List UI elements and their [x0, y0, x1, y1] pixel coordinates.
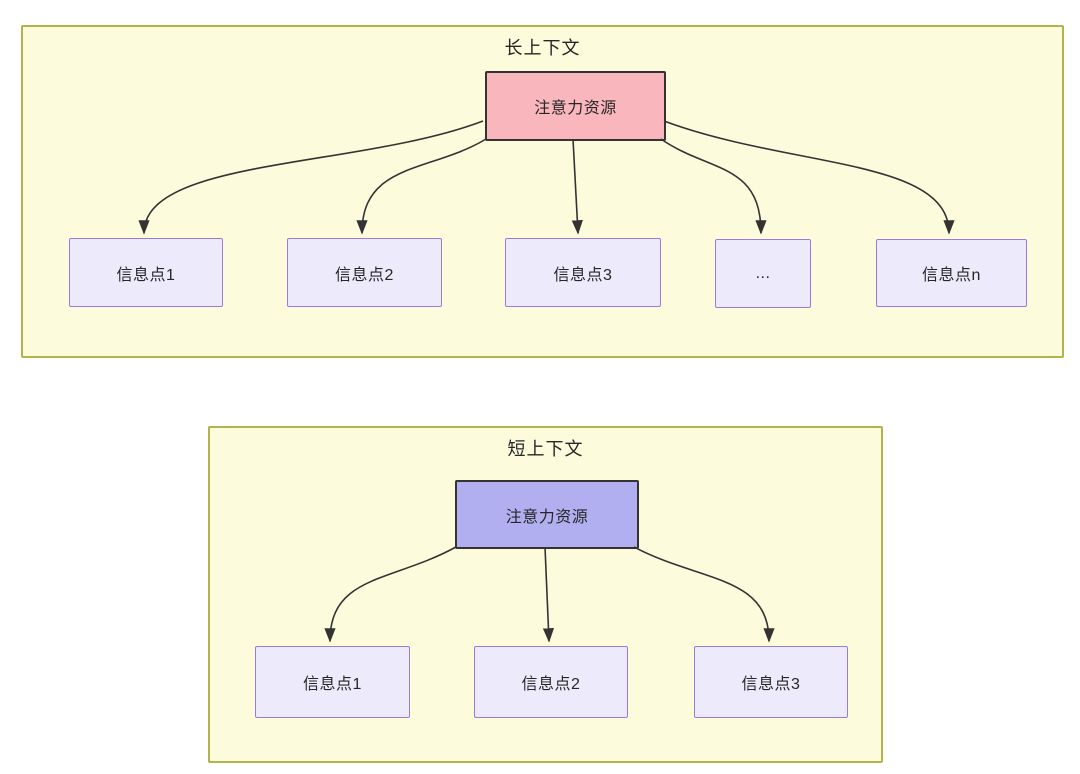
attention-resource-node-short: 注意力资源 — [455, 480, 639, 549]
info-point-node-ellipsis: ... — [715, 239, 811, 308]
long-context-title: 长上下文 — [504, 38, 581, 58]
short-context-title: 短上下文 — [507, 439, 584, 459]
info-point-node: 信息点3 — [694, 646, 848, 718]
attention-resource-node-long: 注意力资源 — [485, 71, 666, 141]
info-point-node: 信息点2 — [287, 238, 442, 307]
info-point-node: 信息点2 — [474, 646, 628, 718]
info-point-node: 信息点3 — [505, 238, 661, 307]
info-point-node: 信息点1 — [69, 238, 223, 307]
long-context-panel: 长上下文 注意力资源 信息点1 信息点2 信息点3 ... 信息点n — [21, 25, 1064, 358]
info-point-node: 信息点1 — [255, 646, 410, 718]
short-context-panel: 短上下文 注意力资源 信息点1 信息点2 信息点3 — [208, 426, 883, 763]
info-point-node: 信息点n — [876, 239, 1027, 307]
